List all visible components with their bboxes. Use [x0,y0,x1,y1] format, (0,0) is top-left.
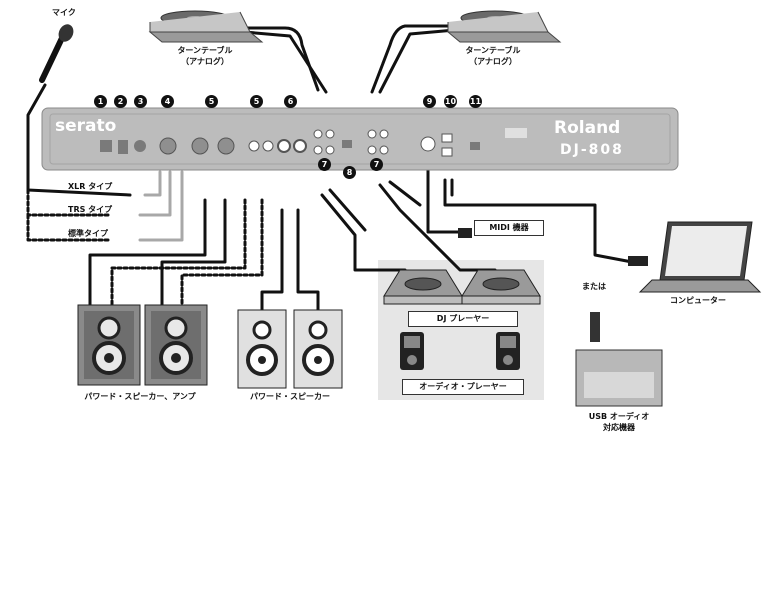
turntable-right [446,10,562,43]
powered-speaker-left [237,309,287,389]
dj-player-right [461,269,541,305]
mixer-panel [41,107,679,171]
model-name: DJ-808 [560,142,624,158]
label-powered-speaker-amp: パワード・スピーカー、アンプ [84,392,196,401]
label-computer: コンピューター [670,296,726,305]
label-standard: 標準タイプ [68,229,108,238]
port-number-5b: 5 [250,95,263,108]
label-turntable-right-2: （アナログ） [469,57,517,66]
label-xlr: XLR タイプ [68,182,113,191]
port-number-2: 2 [114,95,127,108]
powered-speaker-right [293,309,343,389]
computer-icon [638,221,762,293]
midi-plug [458,228,472,238]
audio-player-right [496,332,520,370]
label-turntable-left-2: （アナログ） [181,57,229,66]
microphone-icon [39,24,74,83]
label-trs: TRS タイプ [68,205,113,214]
label-mic: マイク [52,8,76,17]
dj-player-left [383,269,463,305]
usb-plug [628,256,648,266]
port-number-6: 6 [284,95,297,108]
turntable-left [148,10,264,43]
port-number-9: 9 [423,95,436,108]
label-audio-player: オーディオ・プレーヤー [402,379,524,395]
roland-logo: Roland [554,118,621,138]
label-dj-player: DJ プレーヤー [408,311,518,327]
label-usb-audio-2: 対応機器 [603,423,635,432]
label-powered-speaker: パワード・スピーカー [250,392,330,401]
label-turntable-left-1: ターンテーブル [177,46,233,55]
powered-speaker-amp-right [144,304,208,386]
port-number-4: 4 [161,95,174,108]
port-number-8: 8 [343,166,356,179]
label-turntable-right-1: ターンテーブル [465,46,521,55]
port-number-10: 10 [444,95,457,108]
label-or: または [582,282,606,291]
audio-player-left [400,332,424,370]
usb-audio-device [575,312,663,407]
port-number-7a: 7 [318,158,331,171]
label-usb-audio-1: USB オーディオ [588,412,650,421]
port-number-5a: 5 [205,95,218,108]
label-midi-device: MIDI 機器 [474,220,544,236]
port-number-11: 11 [469,95,482,108]
port-number-3: 3 [134,95,147,108]
serato-logo: serato [55,116,117,136]
port-number-7b: 7 [370,158,383,171]
port-number-1: 1 [94,95,107,108]
powered-speaker-amp-left [77,304,141,386]
